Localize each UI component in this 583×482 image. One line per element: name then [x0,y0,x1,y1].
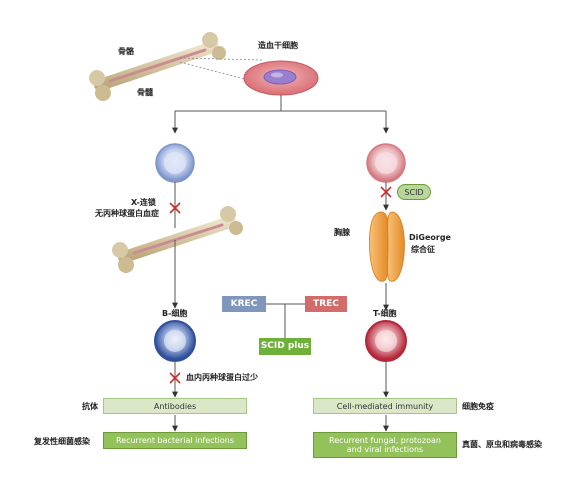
thymus-label: 胸腺 [334,228,350,238]
branch-lines [175,95,386,133]
recurrent-bacterial-box: Recurrent bacterial infections [103,432,247,449]
tcell-label: T-细胞 [373,309,397,319]
digeorge-label-line2: 综合征 [411,245,435,255]
antibodies-box: Antibodies [103,398,247,414]
hsc-label: 造血干细胞 [258,41,298,51]
scid-plus-box: SCID plus [259,338,311,355]
trec-box: TREC [305,296,347,312]
bcell-label: B-细胞 [162,309,187,319]
krec-trec-connector [265,304,305,338]
b-cell [155,321,195,361]
xla-label-line1: X-连锁 [131,198,156,208]
agammaglobulinemia-label: 血内丙种球蛋白过少 [186,373,258,383]
bone-label: 骨骼 [118,47,134,57]
marrow-to-hsc-dotted-2 [180,62,248,80]
b-cell-precursor [156,144,194,182]
cell-immunity-cn-label: 细胞免疫 [462,402,494,412]
antibody-cn-label: 抗体 [82,402,98,412]
digeorge-label-line1: DiGeorge [409,233,451,243]
recurrent-fungal-box: Recurrent fungal, protozoan and viral in… [313,432,457,458]
krec-box: KREC [222,296,266,312]
xla-label-line2: 无丙种球蛋白血症 [95,209,159,219]
t-cell-precursor [367,144,405,182]
hematopoietic-stem-cell [244,61,318,95]
bone-illustration-top [89,32,226,101]
marrow-label: 骨髓 [137,88,153,98]
thymus-illustration [369,212,404,281]
recurrent-fungal-line2: and viral infections [347,445,423,454]
recurrent-fungal-line1: Recurrent fungal, protozoan [329,436,441,445]
fungal-cn-label: 真菌、原虫和病毒感染 [462,440,542,450]
scid-pill: SCID [397,184,431,200]
cell-mediated-immunity-box: Cell-mediated immunity [313,398,457,414]
recurrent-bacterial-cn-label: 复发性细菌感染 [34,437,90,447]
t-cell [366,321,406,361]
